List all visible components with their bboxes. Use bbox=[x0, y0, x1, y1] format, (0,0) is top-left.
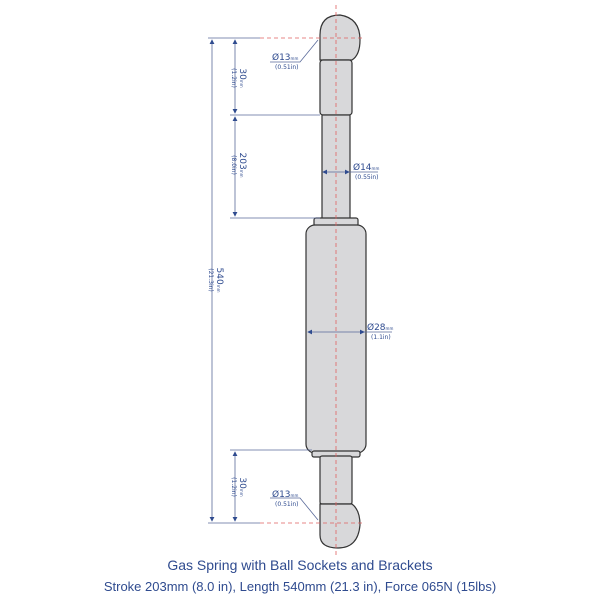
svg-text:30mm: 30mm bbox=[237, 477, 247, 496]
svg-text:30mm: 30mm bbox=[237, 68, 247, 87]
svg-text:Ø14mm: Ø14mm bbox=[353, 162, 379, 173]
svg-text:(1.2in): (1.2in) bbox=[230, 477, 237, 497]
svg-text:(0.51in): (0.51in) bbox=[275, 64, 299, 71]
bottom-ball-socket bbox=[319, 503, 361, 549]
caption-specs: Stroke 203mm (8.0 in), Length 540mm (21.… bbox=[103, 579, 497, 594]
svg-text:(8.0in): (8.0in) bbox=[230, 155, 237, 175]
overall-length-label: 540mm (21.3in) bbox=[207, 268, 224, 293]
top-ball-diameter-label: Ø13mm (0.51in) bbox=[272, 52, 299, 71]
bottom-fitting-label: 30mm (1.2in) bbox=[230, 477, 247, 497]
body-diameter-label: Ø28mm (1.1in) bbox=[367, 322, 393, 341]
svg-text:(21.3in): (21.3in) bbox=[207, 268, 214, 292]
svg-text:Ø13mm: Ø13mm bbox=[272, 489, 298, 500]
caption-title: Gas Spring with Ball Sockets and Bracket… bbox=[167, 557, 433, 573]
bottom-ball-leader bbox=[270, 497, 319, 521]
svg-text:Ø28mm: Ø28mm bbox=[367, 322, 393, 333]
top-ball-socket bbox=[319, 14, 361, 61]
svg-text:(1.1in): (1.1in) bbox=[371, 334, 391, 341]
svg-text:203mm: 203mm bbox=[237, 153, 247, 178]
bottom-ball-diameter-label: Ø13mm (0.51in) bbox=[272, 489, 299, 508]
top-ball-leader bbox=[270, 39, 319, 63]
extension-lines bbox=[208, 37, 320, 524]
svg-text:(1.2in): (1.2in) bbox=[230, 68, 237, 88]
rod-diameter-label: Ø14mm (0.55in) bbox=[353, 162, 379, 181]
svg-text:(0.51in): (0.51in) bbox=[275, 501, 299, 508]
svg-text:540mm: 540mm bbox=[214, 268, 224, 293]
svg-text:Ø13mm: Ø13mm bbox=[272, 52, 298, 63]
svg-text:(0.55in): (0.55in) bbox=[355, 174, 379, 181]
stroke-label: 203mm (8.0in) bbox=[230, 153, 247, 178]
top-fitting-label: 30mm (1.2in) bbox=[230, 68, 247, 88]
